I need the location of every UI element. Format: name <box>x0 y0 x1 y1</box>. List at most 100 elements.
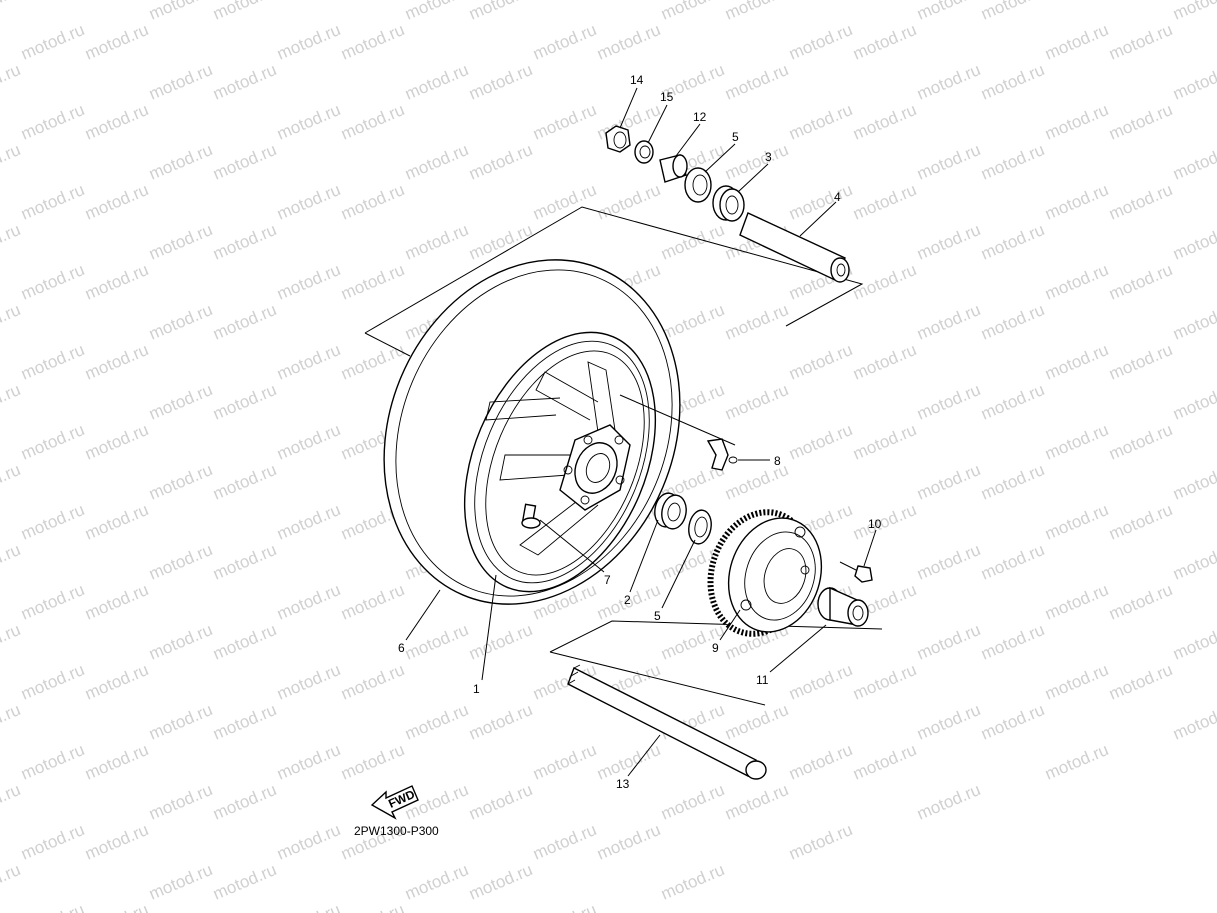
cast-wheel <box>463 331 657 593</box>
driven-pulley <box>707 509 823 637</box>
collar <box>817 586 869 627</box>
watermark-text: motod.ru <box>1042 340 1111 384</box>
watermark-text: motod.ru <box>274 180 343 224</box>
watermark-text: motod.ru <box>18 660 87 704</box>
watermark-text: motod.ru <box>1106 420 1175 464</box>
watermark-text: motod.ru <box>850 500 919 544</box>
watermark-text: motod.ru <box>914 0 983 24</box>
watermark-text: motod.ru <box>914 380 983 424</box>
watermark-text: motod.ru <box>146 700 215 744</box>
callout-11: 11 <box>756 673 769 687</box>
watermark-text: motod.ru <box>146 0 215 24</box>
watermark-text: motod.ru <box>82 900 151 913</box>
watermark-text: motod.ru <box>594 180 663 224</box>
watermark-text: motod.ru <box>82 100 151 144</box>
callout-4: 4 <box>834 190 841 204</box>
watermark-text: motod.ru <box>210 620 279 664</box>
watermark-text: motod.ru <box>82 580 151 624</box>
watermark-text: motod.ru <box>146 380 215 424</box>
watermark-text: motod.ru <box>658 780 727 824</box>
watermark-text: motod.ru <box>466 620 535 664</box>
watermark-text: motod.ru <box>914 780 983 824</box>
watermark-text: motod.ru <box>402 860 471 904</box>
watermark-text: motod.ru <box>82 500 151 544</box>
watermark-text: motod.ru <box>530 740 599 784</box>
watermark-text: motod.ru <box>18 500 87 544</box>
diagram-code: 2PW1300-P300 <box>354 824 439 838</box>
watermark-text: motod.ru <box>1106 20 1175 64</box>
watermark-text: motod.ru <box>978 0 1047 24</box>
watermark-text: motod.ru <box>978 540 1047 584</box>
watermark-text: motod.ru <box>1042 500 1111 544</box>
watermark-text: motod.ru <box>402 60 471 104</box>
watermark-text: motod.ru <box>18 260 87 304</box>
watermark-text: motod.ru <box>786 740 855 784</box>
watermark-text: motod.ru <box>786 660 855 704</box>
watermark-text: motod.ru <box>1106 580 1175 624</box>
watermark-text: motod.ru <box>0 780 23 824</box>
pulley-bolt <box>839 561 873 583</box>
watermark-text: motod.ru <box>146 60 215 104</box>
watermark-text: motod.ru <box>914 140 983 184</box>
callout-6: 6 <box>398 641 405 655</box>
watermark-text: motod.ru <box>1170 0 1217 24</box>
watermark-text: motod.ru <box>722 700 791 744</box>
watermark-text: motod.ru <box>1170 140 1217 184</box>
watermark-text: motod.ru <box>338 180 407 224</box>
watermark-text: motod.ru <box>274 100 343 144</box>
watermark-text: motod.ru <box>0 60 23 104</box>
watermark-text: motod.ru <box>722 460 791 504</box>
watermark-text: motod.ru <box>786 820 855 864</box>
watermark-text: motod.ru <box>786 100 855 144</box>
watermark-text: motod.ru <box>18 900 87 913</box>
watermark-text: motod.ru <box>82 660 151 704</box>
watermark-text: motod.ru <box>914 700 983 744</box>
callout-8: 8 <box>774 454 781 468</box>
watermark-text: motod.ru <box>850 180 919 224</box>
watermark-text: motod.ru <box>850 260 919 304</box>
bearing-upper <box>712 185 745 222</box>
watermark-text: motod.ru <box>978 300 1047 344</box>
watermark-text: motod.ru <box>466 700 535 744</box>
watermark-text: motod.ru <box>530 820 599 864</box>
watermark-text: motod.ru <box>210 860 279 904</box>
watermark-text: motod.ru <box>338 740 407 784</box>
watermark-text: motod.ru <box>0 0 23 24</box>
watermark-text: motod.ru <box>82 820 151 864</box>
watermark-text: motod.ru <box>82 20 151 64</box>
watermark-text: motod.ru <box>82 180 151 224</box>
watermark-text: motod.ru <box>402 220 471 264</box>
wheel-spacer <box>739 212 850 283</box>
watermark-text: motod.ru <box>146 780 215 824</box>
watermark-text: motod.ru <box>530 900 599 913</box>
watermark-text: motod.ru <box>402 700 471 744</box>
wheel-axle <box>567 664 767 780</box>
watermark-text: motod.ru <box>722 380 791 424</box>
watermark-text: motod.ru <box>338 660 407 704</box>
watermark-text: motod.ru <box>978 620 1047 664</box>
callout-2: 2 <box>624 593 631 607</box>
watermark-text: motod.ru <box>18 20 87 64</box>
watermark-text: motod.ru <box>0 460 23 504</box>
watermark-text: motod.ru <box>1042 260 1111 304</box>
watermark-text: motod.ru <box>466 860 535 904</box>
watermark-text: motod.ru <box>210 700 279 744</box>
watermark-text: motod.ru <box>1106 660 1175 704</box>
watermark-text: motod.ru <box>978 140 1047 184</box>
watermark-text: motod.ru <box>82 740 151 784</box>
watermark-text: motod.ru <box>146 220 215 264</box>
assembly-frame-lower <box>549 620 883 706</box>
callout-labels: 14 15 12 5 3 4 8 7 2 5 9 10 11 6 1 13 <box>398 73 882 791</box>
watermark-text: motod.ru <box>210 540 279 584</box>
watermark-text: motod.ru <box>914 620 983 664</box>
watermark-text: motod.ru <box>82 340 151 384</box>
watermark-text: motod.ru <box>210 380 279 424</box>
watermark-text: motod.ru <box>722 300 791 344</box>
watermark-text: motod.ru <box>402 140 471 184</box>
callout-13: 13 <box>616 777 630 791</box>
watermark-text: motod.ru <box>146 860 215 904</box>
watermark-text: motod.ru <box>210 0 279 24</box>
oil-seal-lower <box>688 509 712 545</box>
watermark-text: motod.ru <box>1170 460 1217 504</box>
